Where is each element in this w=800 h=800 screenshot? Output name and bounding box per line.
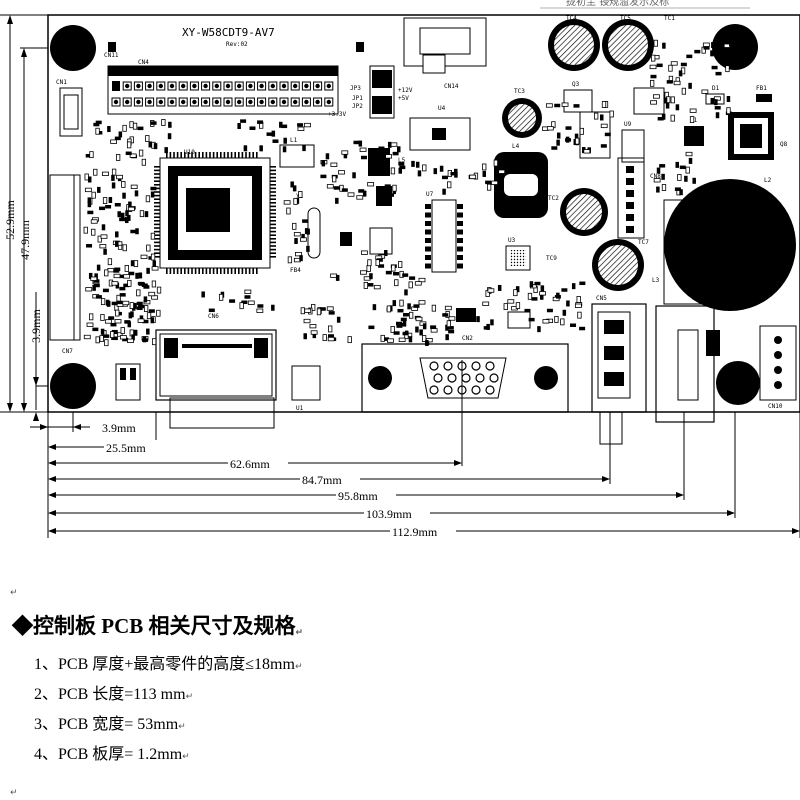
cn7-label: CN7 (62, 348, 73, 355)
header-cn4: CN4 (107, 59, 339, 115)
inductor-l2 (664, 179, 796, 311)
header-fragment: 拢初尘 锓规滥发示及标 (566, 0, 669, 8)
u9-label: U9 (624, 121, 632, 128)
q8-label: Q8 (780, 141, 788, 148)
tc3-label: TC3 (514, 88, 525, 95)
paragraph-mark: ↵ (10, 588, 18, 598)
cn2-label: CN2 (462, 335, 473, 342)
vga-connector: CN2 (361, 335, 569, 413)
v12-label: +12V (398, 87, 413, 94)
tc2-label: TC2 (548, 195, 559, 202)
vertical-dimensions (0, 14, 48, 421)
spec-item: 4、PCB 板厚= 1.2mm↵ (34, 740, 190, 764)
spec-item: 3、PCB 宽度= 53mm↵ (34, 710, 186, 734)
smd-components (83, 39, 733, 347)
paragraph-mark: ↵ (10, 788, 18, 798)
cn8-label: CN8 (650, 173, 661, 180)
cn10-label: CN10 (768, 403, 783, 410)
q3-label: Q3 (572, 81, 580, 88)
d1-label: D1 (712, 85, 720, 92)
l3-label: L3 (652, 277, 660, 284)
u10-label: U10 (184, 149, 195, 156)
dim-h-62-6: 62.6mm (230, 457, 270, 471)
fpc-connector: CN1 (49, 79, 83, 341)
l2-label: L2 (764, 177, 772, 184)
audio-jack-cn5: CN5 (591, 295, 647, 445)
board-model: XY-W58CDT9-AV7 (182, 26, 275, 39)
cn4-label: CN4 (138, 59, 149, 66)
mounting-hole (50, 363, 96, 409)
dim-h-25-5: 25.5mm (106, 441, 146, 455)
power-jack (655, 305, 720, 423)
l1-label: L1 (290, 137, 298, 144)
fb1-label: FB1 (756, 85, 767, 92)
dim-h-112-9: 112.9mm (392, 525, 438, 539)
u7-label: U7 (426, 191, 434, 198)
jp3-label: JP3 (350, 85, 361, 92)
cn6-label: CN6 (208, 313, 219, 320)
cn1-label: CN1 (56, 79, 67, 86)
dim-h-84-7: 84.7mm (302, 473, 342, 487)
paragraph-mark: ↵ (178, 722, 186, 732)
paragraph-mark: ↵ (182, 752, 190, 762)
paragraph-mark: ↵ (294, 662, 303, 672)
tc7-label: TC7 (638, 239, 649, 246)
main-ic-u10: U10 (154, 149, 276, 274)
dim-v-3-9: 3.9mm (29, 309, 43, 343)
dim-h-95-8: 95.8mm (338, 489, 378, 503)
l4-label: L4 (512, 143, 520, 150)
cn11-label: CN11 (104, 52, 119, 59)
cn14-label: CN14 (444, 83, 459, 90)
spec-item-text: 3、PCB 宽度= 53mm (34, 716, 179, 733)
diamond-bullet-icon: ◆ (12, 614, 33, 638)
spec-heading-text: 控制板 PCB 相关尺寸及规格 (33, 614, 296, 638)
tc5-label: TC5 (620, 15, 631, 22)
cn5-label: CN5 (596, 295, 607, 302)
dim-v-52-9: 52.9mm (3, 200, 17, 240)
mounting-hole (50, 25, 96, 71)
dim-v-47-9: 47.9mm (18, 220, 32, 260)
ic-dip (431, 199, 457, 273)
u4-label: U4 (438, 105, 446, 112)
mounting-hole (716, 361, 760, 405)
u3-label: U3 (508, 237, 516, 244)
tc1-label: TC1 (664, 15, 675, 22)
l5-label: L5 (398, 157, 406, 164)
mounting-hole (712, 24, 758, 70)
u1-label: U1 (296, 405, 304, 412)
spec-item: 1、PCB 厚度+最高零件的高度≤18mm↵ (34, 650, 303, 674)
spec-item-text: 4、PCB 板厚= 1.2mm (34, 746, 183, 763)
spec-item: 2、PCB 长度=113 mm↵ (34, 680, 193, 704)
tc4-label: TC4 (566, 15, 577, 22)
spec-item-text: 2、PCB 长度=113 mm (34, 686, 186, 703)
fb4-label: FB4 (290, 267, 301, 274)
tc9-label: TC9 (546, 255, 557, 262)
jp2-label: JP2 (352, 103, 363, 110)
dim-h-3-9: 3.9mm (102, 421, 136, 435)
connector-cn10: CN10 (759, 325, 797, 410)
paragraph-mark: ↵ (185, 692, 194, 702)
spec-item-text: 1、PCB 厚度+最高零件的高度≤18mm (34, 656, 295, 673)
v33-label: +3.3V (328, 111, 346, 118)
v5-label: +5V (398, 95, 409, 102)
hdmi-connector: CN6 (155, 313, 277, 429)
pcb-dimension-drawing: 拢初尘 锓规滥发示及标 XY-W58CDT9-AV7 Rev:02 CN4 CN… (0, 0, 800, 539)
spec-heading: ◆控制板 PCB 相关尺寸及规格↵ (12, 610, 303, 640)
dim-h-103-9: 103.9mm (366, 507, 412, 521)
paragraph-mark: ↵ (295, 628, 304, 638)
board-revision: Rev:02 (226, 41, 248, 48)
jp1-label: JP1 (352, 95, 363, 102)
